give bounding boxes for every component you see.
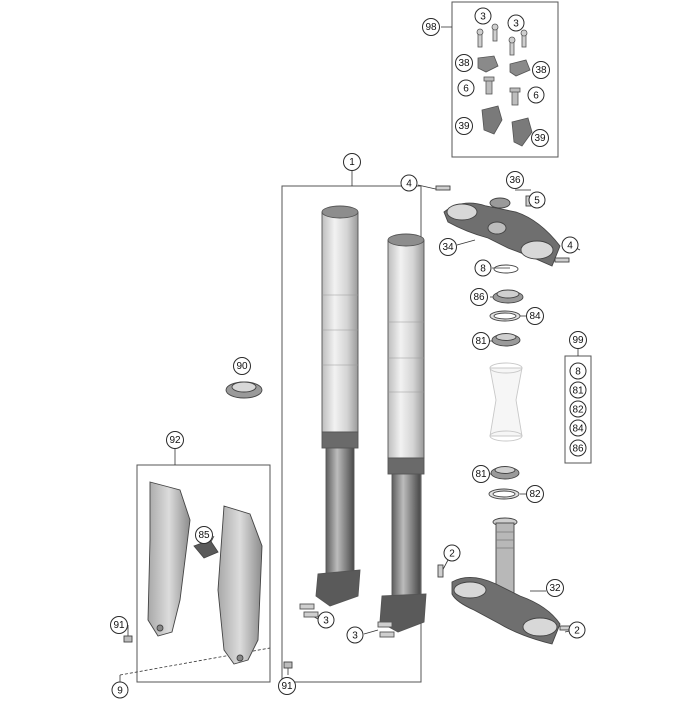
callout-92: 92 bbox=[166, 431, 184, 449]
kit-parts bbox=[476, 23, 533, 147]
upper-triple-clamp bbox=[435, 185, 570, 274]
callout-5: 5 bbox=[528, 191, 546, 209]
callout-81: 81 bbox=[472, 465, 490, 483]
callout-9: 9 bbox=[111, 681, 129, 699]
fork-legs bbox=[299, 205, 427, 638]
callout-86: 86 bbox=[470, 288, 488, 306]
fork-guard-box bbox=[136, 464, 271, 683]
callout-4: 4 bbox=[400, 174, 418, 192]
callout-90: 90 bbox=[233, 357, 251, 375]
callout-3: 3 bbox=[507, 14, 525, 32]
callout-34: 34 bbox=[439, 238, 457, 256]
kit-99-item-84: 84 bbox=[569, 419, 587, 437]
kit-99-item-8: 8 bbox=[569, 362, 587, 380]
callout-82: 82 bbox=[526, 485, 544, 503]
callout-2: 2 bbox=[568, 621, 586, 639]
lower-triple-clamp bbox=[437, 517, 573, 645]
callout-8: 8 bbox=[474, 259, 492, 277]
kit-99-item-81: 81 bbox=[569, 381, 587, 399]
callout-32: 32 bbox=[546, 579, 564, 597]
callout-99: 99 bbox=[569, 331, 587, 349]
callout-2: 2 bbox=[443, 544, 461, 562]
callout-98: 98 bbox=[422, 18, 440, 36]
callout-85: 85 bbox=[195, 526, 213, 544]
callout-4: 4 bbox=[561, 236, 579, 254]
callout-6: 6 bbox=[457, 79, 475, 97]
callout-84: 84 bbox=[526, 307, 544, 325]
fork-guards bbox=[123, 481, 293, 669]
callout-39: 39 bbox=[455, 117, 473, 135]
callout-81: 81 bbox=[472, 332, 490, 350]
callout-38: 38 bbox=[455, 54, 473, 72]
callout-3: 3 bbox=[346, 626, 364, 644]
steering-bearings bbox=[488, 289, 524, 500]
callout-36: 36 bbox=[506, 171, 524, 189]
callout-91: 91 bbox=[110, 616, 128, 634]
callout-91: 91 bbox=[278, 677, 296, 695]
callout-6: 6 bbox=[527, 86, 545, 104]
clip-90 bbox=[225, 381, 263, 399]
hardware-kit-box bbox=[451, 1, 559, 158]
callout-1: 1 bbox=[343, 153, 361, 171]
callout-3: 3 bbox=[317, 611, 335, 629]
kit-99-item-86: 86 bbox=[569, 439, 587, 457]
kit-99-item-82: 82 bbox=[569, 400, 587, 418]
callout-38: 38 bbox=[532, 61, 550, 79]
callout-39: 39 bbox=[531, 129, 549, 147]
callout-3: 3 bbox=[474, 7, 492, 25]
